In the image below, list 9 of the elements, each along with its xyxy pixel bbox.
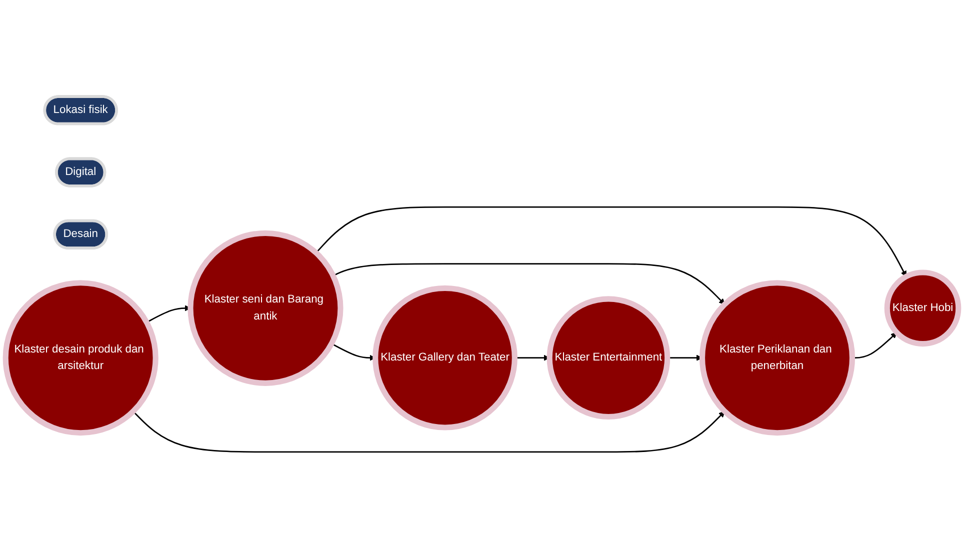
arrow bbox=[852, 332, 898, 359]
arrow bbox=[132, 411, 725, 453]
node-circle: Klaster desain produk dan arsitektur bbox=[2, 280, 158, 436]
node-circle: Klaster Periklanan dan penerbitan bbox=[699, 280, 856, 436]
node-circle: Klaster Entertainment bbox=[546, 296, 670, 420]
arrow bbox=[316, 206, 906, 278]
node-circle: Klaster seni dan Barang antik bbox=[188, 230, 344, 386]
node-circle: Klaster Gallery dan Teater bbox=[372, 286, 518, 431]
node-circle: Klaster Hobi bbox=[884, 270, 962, 347]
